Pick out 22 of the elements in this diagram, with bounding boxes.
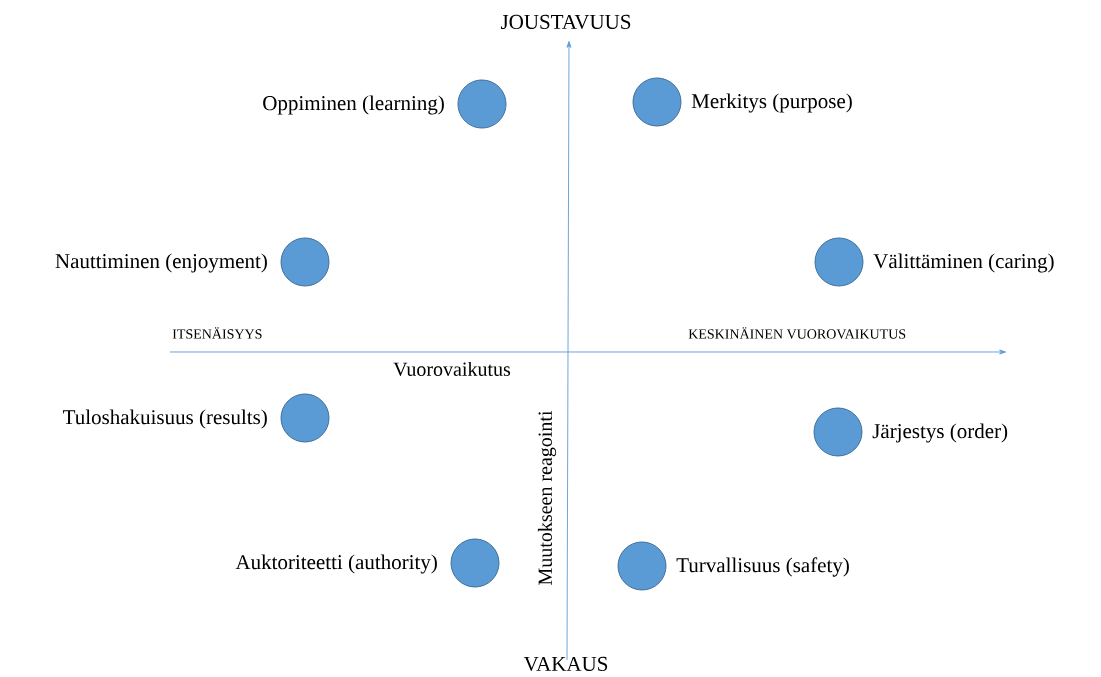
- circle-label: Nauttiminen (enjoyment): [55, 253, 267, 273]
- circle-marker: [457, 79, 507, 129]
- circle-label: Tuloshakuisuus (results): [63, 409, 267, 429]
- circle-marker: [617, 541, 667, 591]
- axis-label: ITSENÄISYYS: [172, 327, 262, 339]
- axis-label: JOUSTAVUUS: [500, 14, 631, 30]
- circle-marker: [814, 237, 864, 287]
- circle-label: Auktoriteetti (authority): [235, 554, 437, 574]
- circle-label: Turvallisuus (safety): [676, 557, 849, 577]
- circle-label: Merkitys (purpose): [691, 93, 852, 113]
- circle-marker: [280, 393, 330, 443]
- circle-label: Järjestys (order): [872, 423, 1008, 443]
- circle-label: Välittäminen (caring): [873, 253, 1054, 273]
- circle-marker: [813, 407, 863, 457]
- axis-label: KESKINÄINEN VUOROVAIKUTUS: [688, 327, 906, 339]
- circle-marker: [450, 538, 500, 588]
- circle-label: Oppiminen (learning): [263, 95, 444, 115]
- circle-marker: [632, 77, 682, 127]
- axis-label: VAKAUS: [523, 656, 608, 672]
- axis-label: Muutokseen reagointi: [537, 410, 557, 585]
- axis-label: Vuorovaikutus: [393, 361, 511, 377]
- circle-marker: [280, 237, 330, 287]
